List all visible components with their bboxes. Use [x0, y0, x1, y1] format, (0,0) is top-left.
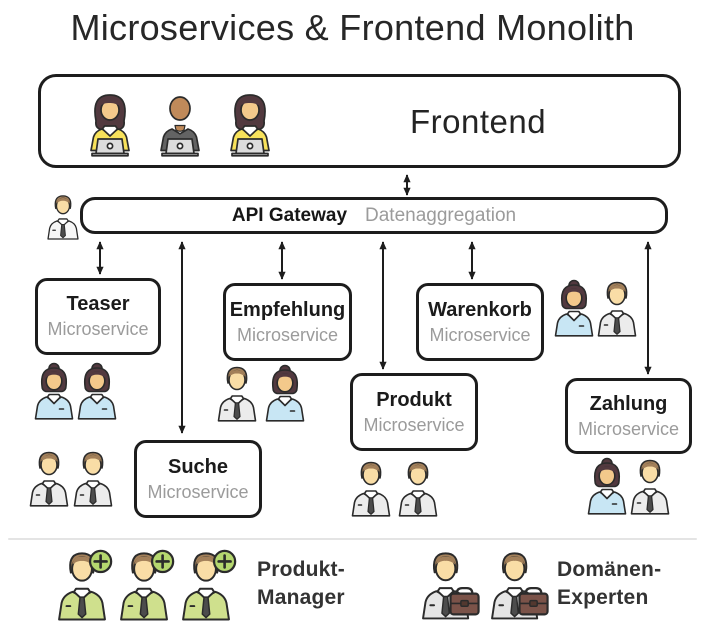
frontend-label: Frontend: [410, 103, 547, 140]
businessman-icon: [629, 457, 671, 515]
frontend-box: [38, 74, 681, 168]
service-box-produkt: Produkt Microservice: [350, 373, 478, 451]
businesswoman-icon: [586, 457, 628, 515]
domaenen-experten-line2: Experten: [557, 586, 649, 610]
service-name: Empfehlung: [229, 298, 346, 321]
service-name: Suche: [167, 455, 229, 478]
legend-divider: [8, 538, 697, 540]
businesswoman-icon: [76, 362, 118, 420]
developer-woman-icon: [222, 89, 278, 157]
service-type: Microservice: [236, 324, 338, 345]
domaenen-experten-label: Domänen- Experten: [557, 556, 661, 613]
service-box-zahlung: Zahlung Microservice: [565, 378, 692, 454]
businesswoman-icon: [33, 362, 75, 420]
product-manager-icon: [56, 549, 113, 621]
service-box-empfehlung: Empfehlung Microservice: [223, 283, 352, 361]
product-manager-icon: [180, 549, 237, 621]
businessman-icon: [596, 279, 638, 337]
service-type: Microservice: [47, 319, 149, 340]
diagram-title: Microservices & Frontend Monolith: [70, 7, 635, 48]
businesswoman-icon: [264, 364, 306, 422]
service-name: Teaser: [66, 293, 130, 316]
produkt-manager-line2: Manager: [257, 586, 345, 610]
developer-woman-icon: [82, 89, 138, 157]
service-type: Microservice: [363, 414, 465, 435]
service-name: Produkt: [376, 388, 452, 411]
domain-expert-icon: [420, 549, 481, 620]
businesswoman-icon: [553, 279, 595, 337]
businessman-icon: [350, 459, 392, 517]
service-type: Microservice: [577, 418, 679, 439]
developer-man-icon: [152, 89, 208, 157]
businessman-icon: [28, 449, 70, 507]
service-box-suche: Suche Microservice: [134, 440, 262, 518]
service-box-teaser: Teaser Microservice: [35, 278, 161, 355]
service-name: Warenkorb: [428, 298, 532, 321]
business-man-icon: [46, 193, 80, 240]
api-gateway-bar: API Gateway Datenaggregation: [80, 197, 668, 234]
produkt-manager-line1: Produkt-: [257, 558, 345, 581]
api-gateway-annotation: Datenaggregation: [365, 204, 517, 226]
domaenen-experten-line1: Domänen-: [557, 558, 662, 581]
api-gateway-label: API Gateway: [231, 204, 348, 226]
produkt-manager-label: Produkt- Manager: [257, 556, 345, 613]
service-box-warenkorb: Warenkorb Microservice: [416, 283, 544, 361]
businessman-icon: [216, 364, 258, 422]
product-manager-icon: [118, 549, 175, 621]
businessman-icon: [397, 459, 439, 517]
businessman-icon: [72, 449, 114, 507]
domain-expert-icon: [489, 549, 550, 620]
service-type: Microservice: [147, 481, 249, 502]
service-name: Zahlung: [589, 392, 668, 415]
service-type: Microservice: [429, 324, 531, 345]
